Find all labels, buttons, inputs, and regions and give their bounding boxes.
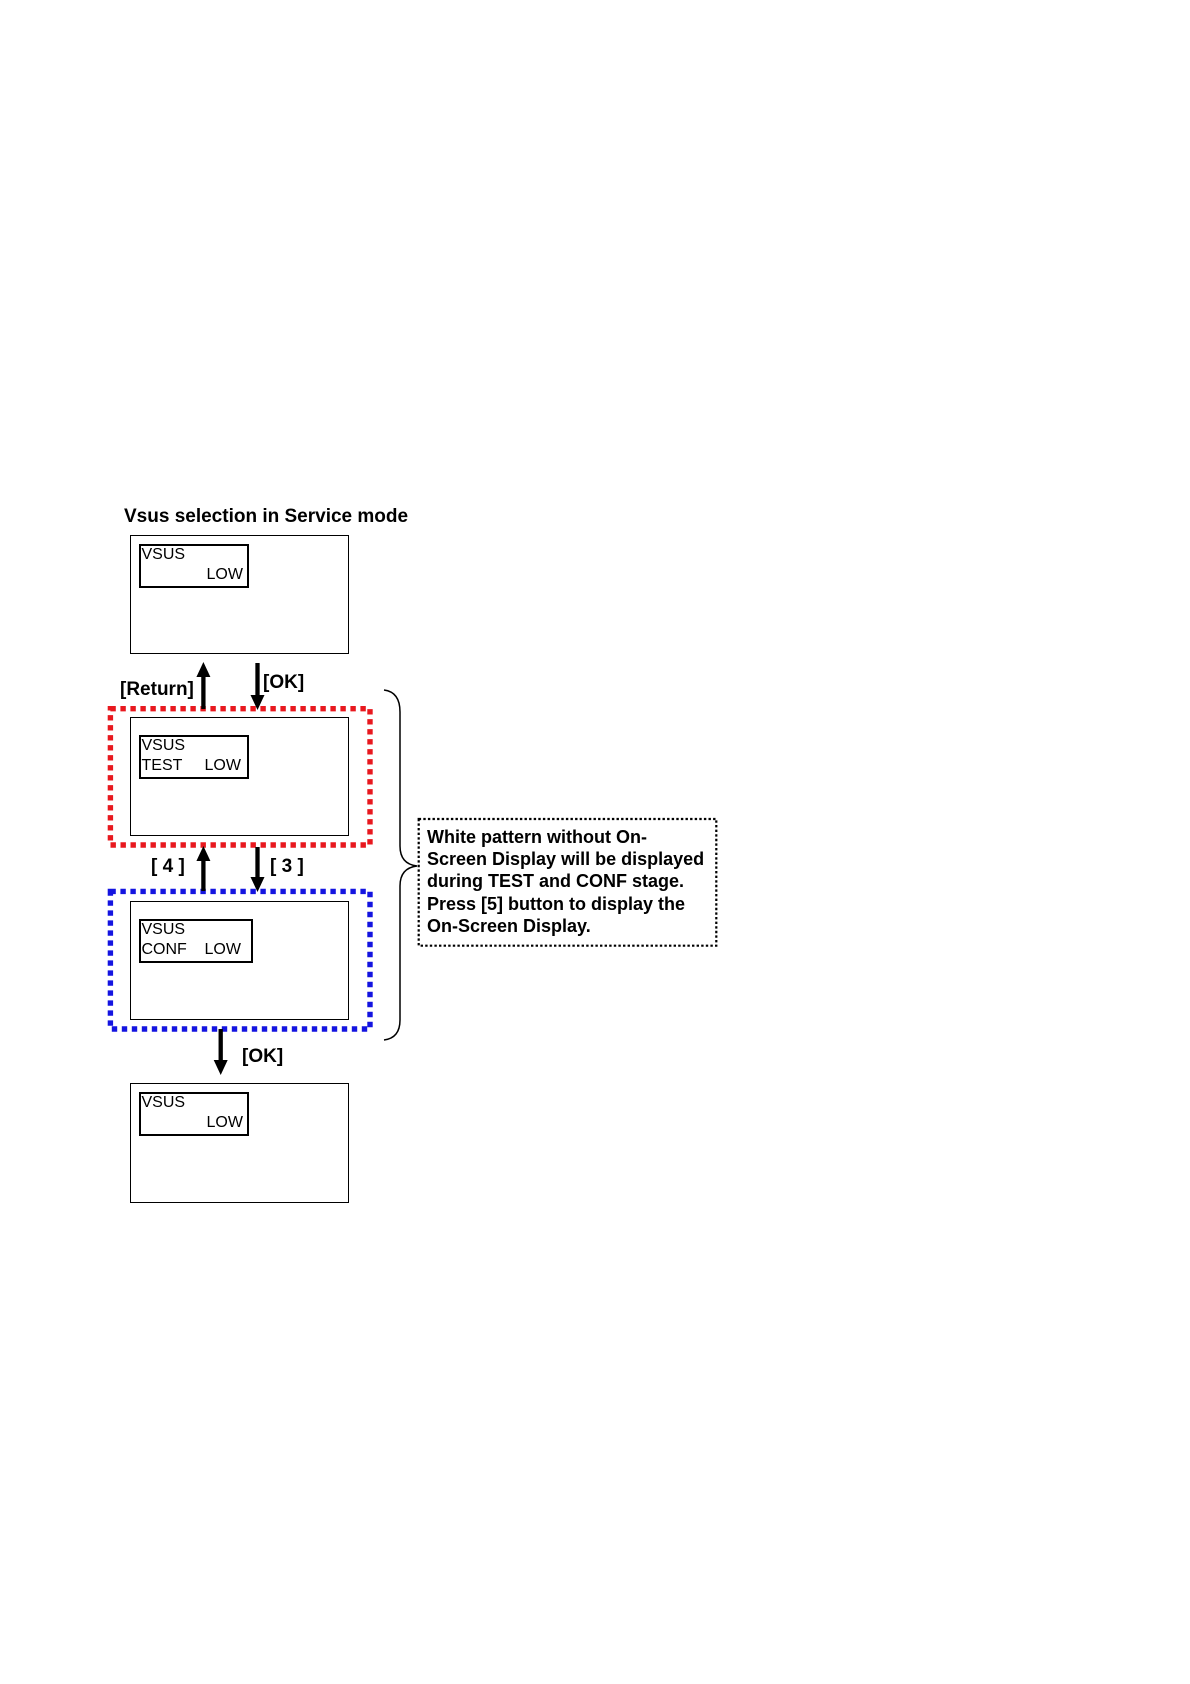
note-line: On-Screen Display. (427, 915, 704, 937)
osd-value: LOW (205, 941, 241, 959)
osd-box: VSUS LOW (139, 544, 249, 588)
osd-box: VSUS TEST LOW (139, 735, 249, 779)
note-line: Screen Display will be displayed (427, 848, 704, 870)
note-text: White pattern without On- Screen Display… (427, 826, 704, 937)
key-4-up-arrow (196, 846, 210, 891)
osd-item-label: VSUS (142, 921, 186, 939)
key-4-label: [ 4 ] (151, 856, 185, 878)
screen-conf-stage: VSUS CONF LOW (130, 901, 349, 1020)
screen-vsus-result: VSUS LOW (130, 1083, 349, 1203)
return-key-label: [Return] (120, 679, 194, 701)
osd-value: LOW (205, 757, 241, 775)
note-line: White pattern without On- (427, 826, 704, 848)
screen-test-stage: VSUS TEST LOW (130, 717, 349, 836)
osd-stage-label: CONF (142, 941, 187, 959)
ok-key-label: [OK] (263, 672, 304, 694)
note-line: during TEST and CONF stage. (427, 870, 704, 892)
osd-item-label: VSUS (142, 546, 186, 564)
osd-box: VSUS CONF LOW (139, 919, 253, 963)
stage-brace (384, 690, 417, 1040)
ok-final-key-label: [OK] (242, 1046, 283, 1068)
return-up-arrow (196, 662, 210, 709)
ok-final-down-arrow (214, 1029, 228, 1075)
key-3-down-arrow (251, 847, 265, 892)
note-line: Press [5] button to display the (427, 893, 704, 915)
screen-service-mode: VSUS LOW (130, 535, 349, 654)
osd-item-label: VSUS (142, 1094, 186, 1112)
osd-value: LOW (207, 1114, 243, 1132)
osd-box: VSUS LOW (139, 1092, 249, 1136)
osd-value: LOW (207, 566, 243, 584)
osd-item-label: VSUS (142, 737, 186, 755)
page-title: Vsus selection in Service mode (124, 505, 408, 528)
key-3-label: [ 3 ] (270, 856, 304, 878)
osd-stage-label: TEST (142, 757, 183, 775)
